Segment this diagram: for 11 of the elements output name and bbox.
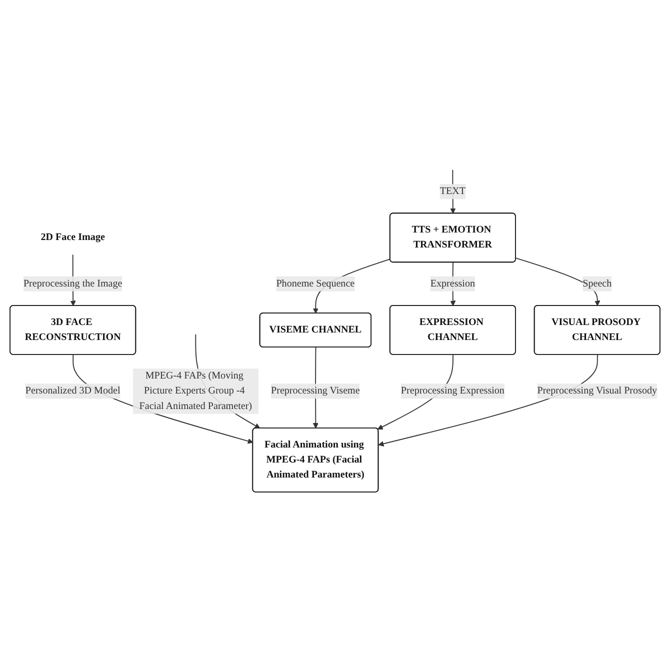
edge-label: Preprocessing Viseme bbox=[271, 386, 360, 397]
edge-label: Personalized 3D Model bbox=[25, 386, 120, 397]
edge-label: TEXT bbox=[440, 186, 466, 197]
node-text: 2D Face Image bbox=[40, 232, 105, 244]
edge-label: Preprocessing the Image bbox=[23, 278, 122, 290]
edge-label: Preprocessing Expression bbox=[400, 386, 504, 397]
edge-label: Expression bbox=[430, 278, 476, 290]
edge-label: Phoneme Sequence bbox=[276, 278, 355, 290]
edge-label: Preprocessing Visual Prosody bbox=[537, 386, 658, 397]
edge-label: Speech bbox=[582, 278, 612, 290]
edge-label: MPEG-4 FAPs (Moving Picture Experts Group -4 Facial Animated Parameter) bbox=[139, 370, 252, 412]
